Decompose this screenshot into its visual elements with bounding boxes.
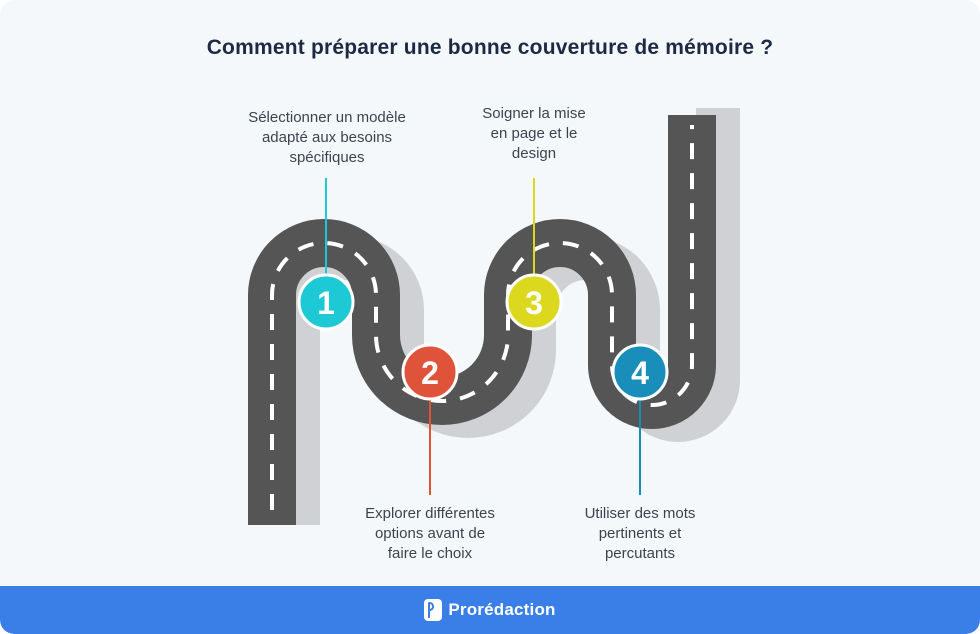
road-diagram: 1 2 3 4	[248, 108, 740, 525]
step-4-line-1: Utiliser des mots	[584, 505, 696, 522]
step-label-1: Sélectionner un modèle adapté aux besoin…	[222, 108, 432, 168]
road-center-dashes	[270, 125, 694, 510]
step-3-line-1: Soigner la mise	[482, 105, 586, 122]
step-4-line-3: percutants	[604, 545, 676, 562]
step-3-line-3: design	[511, 145, 557, 162]
step-label-2: Explorer différentes options avant de fa…	[325, 504, 535, 564]
step-label-3: Soigner la mise en page et le design	[429, 104, 639, 164]
footer-bar: Prorédaction	[0, 586, 980, 634]
step-number-3: 3	[525, 285, 543, 321]
step-number-1: 1	[317, 285, 335, 321]
step-marker-1: 1	[297, 273, 355, 331]
step-marker-4: 4	[611, 343, 669, 401]
step-label-4: Utiliser des mots pertinents et percutan…	[535, 504, 745, 564]
step-marker-3: 3	[505, 273, 563, 331]
step-4-line-2: pertinents et	[598, 525, 682, 542]
step-3-line-2: en page et le	[490, 125, 578, 142]
page-title: Comment préparer une bonne couverture de…	[206, 36, 774, 59]
step-1-line-3: spécifiques	[289, 149, 365, 166]
proredaction-logo-icon	[424, 599, 443, 621]
step-2-line-2: options avant de	[374, 525, 486, 542]
step-2-line-1: Explorer différentes	[365, 505, 495, 522]
step-marker-2: 2	[401, 343, 459, 401]
brand-name: Prorédaction	[448, 600, 556, 619]
step-2-line-3: faire le choix	[387, 545, 473, 562]
step-1-line-2: adapté aux besoins	[261, 129, 393, 146]
step-number-2: 2	[421, 355, 439, 391]
step-number-4: 4	[631, 355, 649, 391]
step-1-line-1: Sélectionner un modèle	[248, 109, 406, 126]
brand-logo: Prorédaction	[0, 586, 980, 634]
